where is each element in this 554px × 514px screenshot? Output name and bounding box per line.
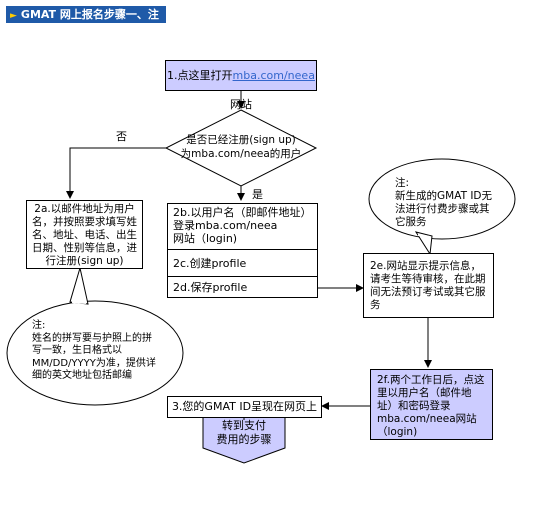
- step-3-text: 3.您的GMAT ID呈现在网页上: [171, 400, 318, 413]
- note1-bubble: [368, 158, 516, 240]
- neea-link[interactable]: mba.com/neea: [232, 69, 315, 82]
- step-2d-box: 2d.保存profile: [167, 276, 318, 298]
- page-title: GMAT 网上报名步骤一、注册: [10, 8, 159, 40]
- step-1-prefix: 1.点这里打开: [167, 69, 233, 82]
- step-2c-text: 2c.创建profile: [173, 257, 247, 270]
- no-label: 否: [116, 130, 127, 143]
- final-line-2: 费用的步骤: [216, 433, 272, 446]
- decision-line-2: 为mba.com/neea的用户: [180, 148, 302, 160]
- step-2c-box: 2c.创建profile: [167, 249, 318, 277]
- arrow-right-icon: ►: [10, 11, 17, 21]
- step-2f-text: 2f.两个工作日后，点这里以用户名（邮件地址）和密码登录mba.com/neea…: [377, 374, 485, 438]
- step-2e-box: 2e.网站显示提示信息，请考生等待审核，在此期间无法预订考试或其它服务: [363, 253, 494, 318]
- page-header: ►GMAT 网上报名步骤一、注册: [6, 6, 166, 40]
- note1-title: 注:: [395, 177, 410, 189]
- final-step-text: 转到支付 费用的步骤: [203, 419, 285, 447]
- step-2b-line-3: 网站（login): [173, 232, 238, 245]
- step-2e-text: 2e.网站显示提示信息，请考生等待审核，在此期间无法预订考试或其它服务: [370, 260, 486, 311]
- step-1-box: 1.点这里打开mba.com/neea 网站: [165, 60, 317, 111]
- step-2d-text: 2d.保存profile: [173, 281, 248, 294]
- step-2b-box: 2b.以用户名（即邮件地址） 登录mba.com/neea 网站（login): [167, 203, 318, 250]
- note2-tail: [69, 267, 89, 305]
- note2-bubble: [6, 300, 184, 406]
- note2-text: 注: 姓名的拼写要与护照上的拼写一致，生日格式以MM/DD/YYYY为准，提供详…: [32, 320, 160, 383]
- arrow-decision-no: [66, 147, 166, 199]
- yes-label: 是: [252, 188, 263, 201]
- decision-line-1: 是否已经注册(sign up): [186, 134, 296, 146]
- final-line-1: 转到支付: [222, 419, 266, 432]
- decision-text: 是否已经注册(sign up) 为mba.com/neea的用户: [176, 133, 306, 161]
- note1-body: 新生成的GMAT ID无法进行付费步骤或其它服务: [395, 190, 492, 228]
- step-1-suffix: 网站: [230, 98, 252, 111]
- step-2f-box: 2f.两个工作日后，点这里以用户名（邮件地址）和密码登录mba.com/neea…: [370, 369, 493, 440]
- step-3-box: 3.您的GMAT ID呈现在网页上: [167, 396, 322, 418]
- note2-title: 注:: [32, 320, 46, 331]
- step-2a-box: 2a.以邮件地址为用户名，并按照要求填写姓名、地址、电话、出生日期、性别等信息，…: [26, 200, 143, 269]
- note1-text: 注: 新生成的GMAT ID无法进行付费步骤或其它服务: [395, 177, 495, 229]
- step-2b-line-2: 登录mba.com/neea: [173, 219, 278, 232]
- step-2b-line-1: 2b.以用户名（即邮件地址）: [173, 206, 312, 219]
- note2-body: 姓名的拼写要与护照上的拼写一致，生日格式以MM/DD/YYYY为准，提供详细的英…: [32, 332, 156, 382]
- step-2a-text: 2a.以邮件地址为用户名，并按照要求填写姓名、地址、电话、出生日期、性别等信息，…: [32, 203, 137, 267]
